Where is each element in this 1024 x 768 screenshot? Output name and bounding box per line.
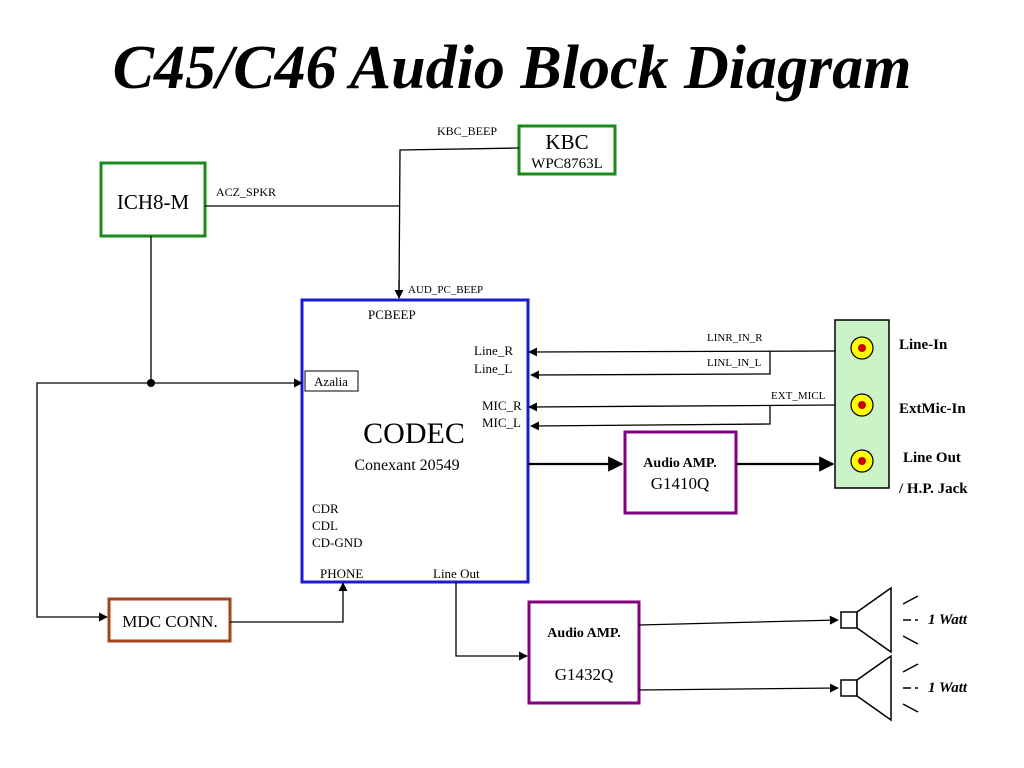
mdc-label: MDC CONN. <box>122 612 217 631</box>
speaker-bottom-label: 1 Watt <box>928 680 968 696</box>
codec-sublabel: Conexant 20549 <box>354 457 459 474</box>
codec-pin-line-l: Line_L <box>474 361 512 376</box>
wire-line-r <box>528 347 836 357</box>
signal-linr-in-r: LINR_IN_R <box>707 332 763 344</box>
signal-aud-pc-beep: AUD_PC_BEEP <box>408 284 483 296</box>
page-title: C45/C46 Audio Block Diagram <box>113 34 912 102</box>
codec-pin-line-r: Line_R <box>474 343 513 358</box>
ich-block: ICH8-M <box>99 161 207 238</box>
jack-label-line-out: Line Out <box>903 450 961 466</box>
codec-box <box>300 298 530 584</box>
speaker-top-label: 1 Watt <box>928 612 968 628</box>
speaker-bottom-icon <box>840 654 919 722</box>
kbc-label: KBC <box>545 130 588 154</box>
amp1-box <box>623 430 738 515</box>
wire-lineout-to-amp2 <box>455 582 528 661</box>
amp1-label: Audio AMP. <box>643 456 716 471</box>
kbc-sublabel: WPC8763L <box>531 156 603 172</box>
amp1-sublabel: G1410Q <box>651 474 710 493</box>
jack-label-line-in: Line-In <box>899 337 948 353</box>
wire-amp2-to-speaker-top <box>638 615 839 626</box>
kbc-block: KBC WPC8763L <box>517 124 617 176</box>
jack-panel <box>834 319 890 489</box>
signal-linl-in-l: LINL_IN_L <box>707 357 762 369</box>
codec-pin-cdr: CDR <box>312 501 339 516</box>
codec-pin-mic-r: MIC_R <box>482 398 522 413</box>
amp2-sublabel: G1432Q <box>555 665 614 684</box>
jack-label-hp-jack: / H.P. Jack <box>898 481 968 497</box>
mdc-block: MDC CONN. <box>107 597 232 643</box>
wire-to-mdc <box>36 382 151 622</box>
codec-pin-azalia: Azalia <box>314 374 348 389</box>
codec-block: PCBEEP Azalia Line_R Line_L MIC_R MIC_L … <box>300 298 530 584</box>
jack-label-extmic-in: ExtMic-In <box>899 401 966 417</box>
codec-pin-phone: PHONE <box>320 566 363 581</box>
wire-mdc-to-phone <box>230 582 348 623</box>
azalia-box <box>304 370 359 392</box>
wire-mic-l <box>530 405 771 431</box>
signal-acz-spkr: ACZ_SPKR <box>216 185 276 199</box>
amp1-block: Audio AMP. G1410Q <box>623 430 738 515</box>
codec-pin-line-out: Line Out <box>433 566 480 581</box>
codec-pin-cd-gnd: CD-GND <box>312 535 363 550</box>
codec-label: CODEC <box>363 417 465 450</box>
codec-pin-mic-l: MIC_L <box>482 415 521 430</box>
wire-amp2-to-speaker-bottom <box>638 683 839 693</box>
codec-pin-pcbeep: PCBEEP <box>368 307 416 322</box>
jack-extmic-in-dot <box>858 401 866 409</box>
signal-ext-micl: EXT_MICL <box>771 390 826 402</box>
wire-mic-r <box>528 402 836 412</box>
amp2-label: Audio AMP. <box>547 626 620 641</box>
jack-line-out-dot <box>858 457 866 465</box>
ich-box <box>99 161 207 238</box>
amp2-box <box>527 600 641 705</box>
amp2-block: Audio AMP. G1432Q <box>527 600 641 705</box>
signal-kbc-beep: KBC_BEEP <box>437 124 497 138</box>
speaker-top-icon <box>840 586 919 654</box>
jack-line-in-dot <box>858 344 866 352</box>
kbc-box <box>517 124 617 176</box>
wire-line-l <box>530 351 771 380</box>
codec-pin-cdl: CDL <box>312 518 338 533</box>
mdc-box <box>107 597 232 643</box>
wire-kbc-beep <box>398 147 520 299</box>
ich-label: ICH8-M <box>117 190 190 214</box>
